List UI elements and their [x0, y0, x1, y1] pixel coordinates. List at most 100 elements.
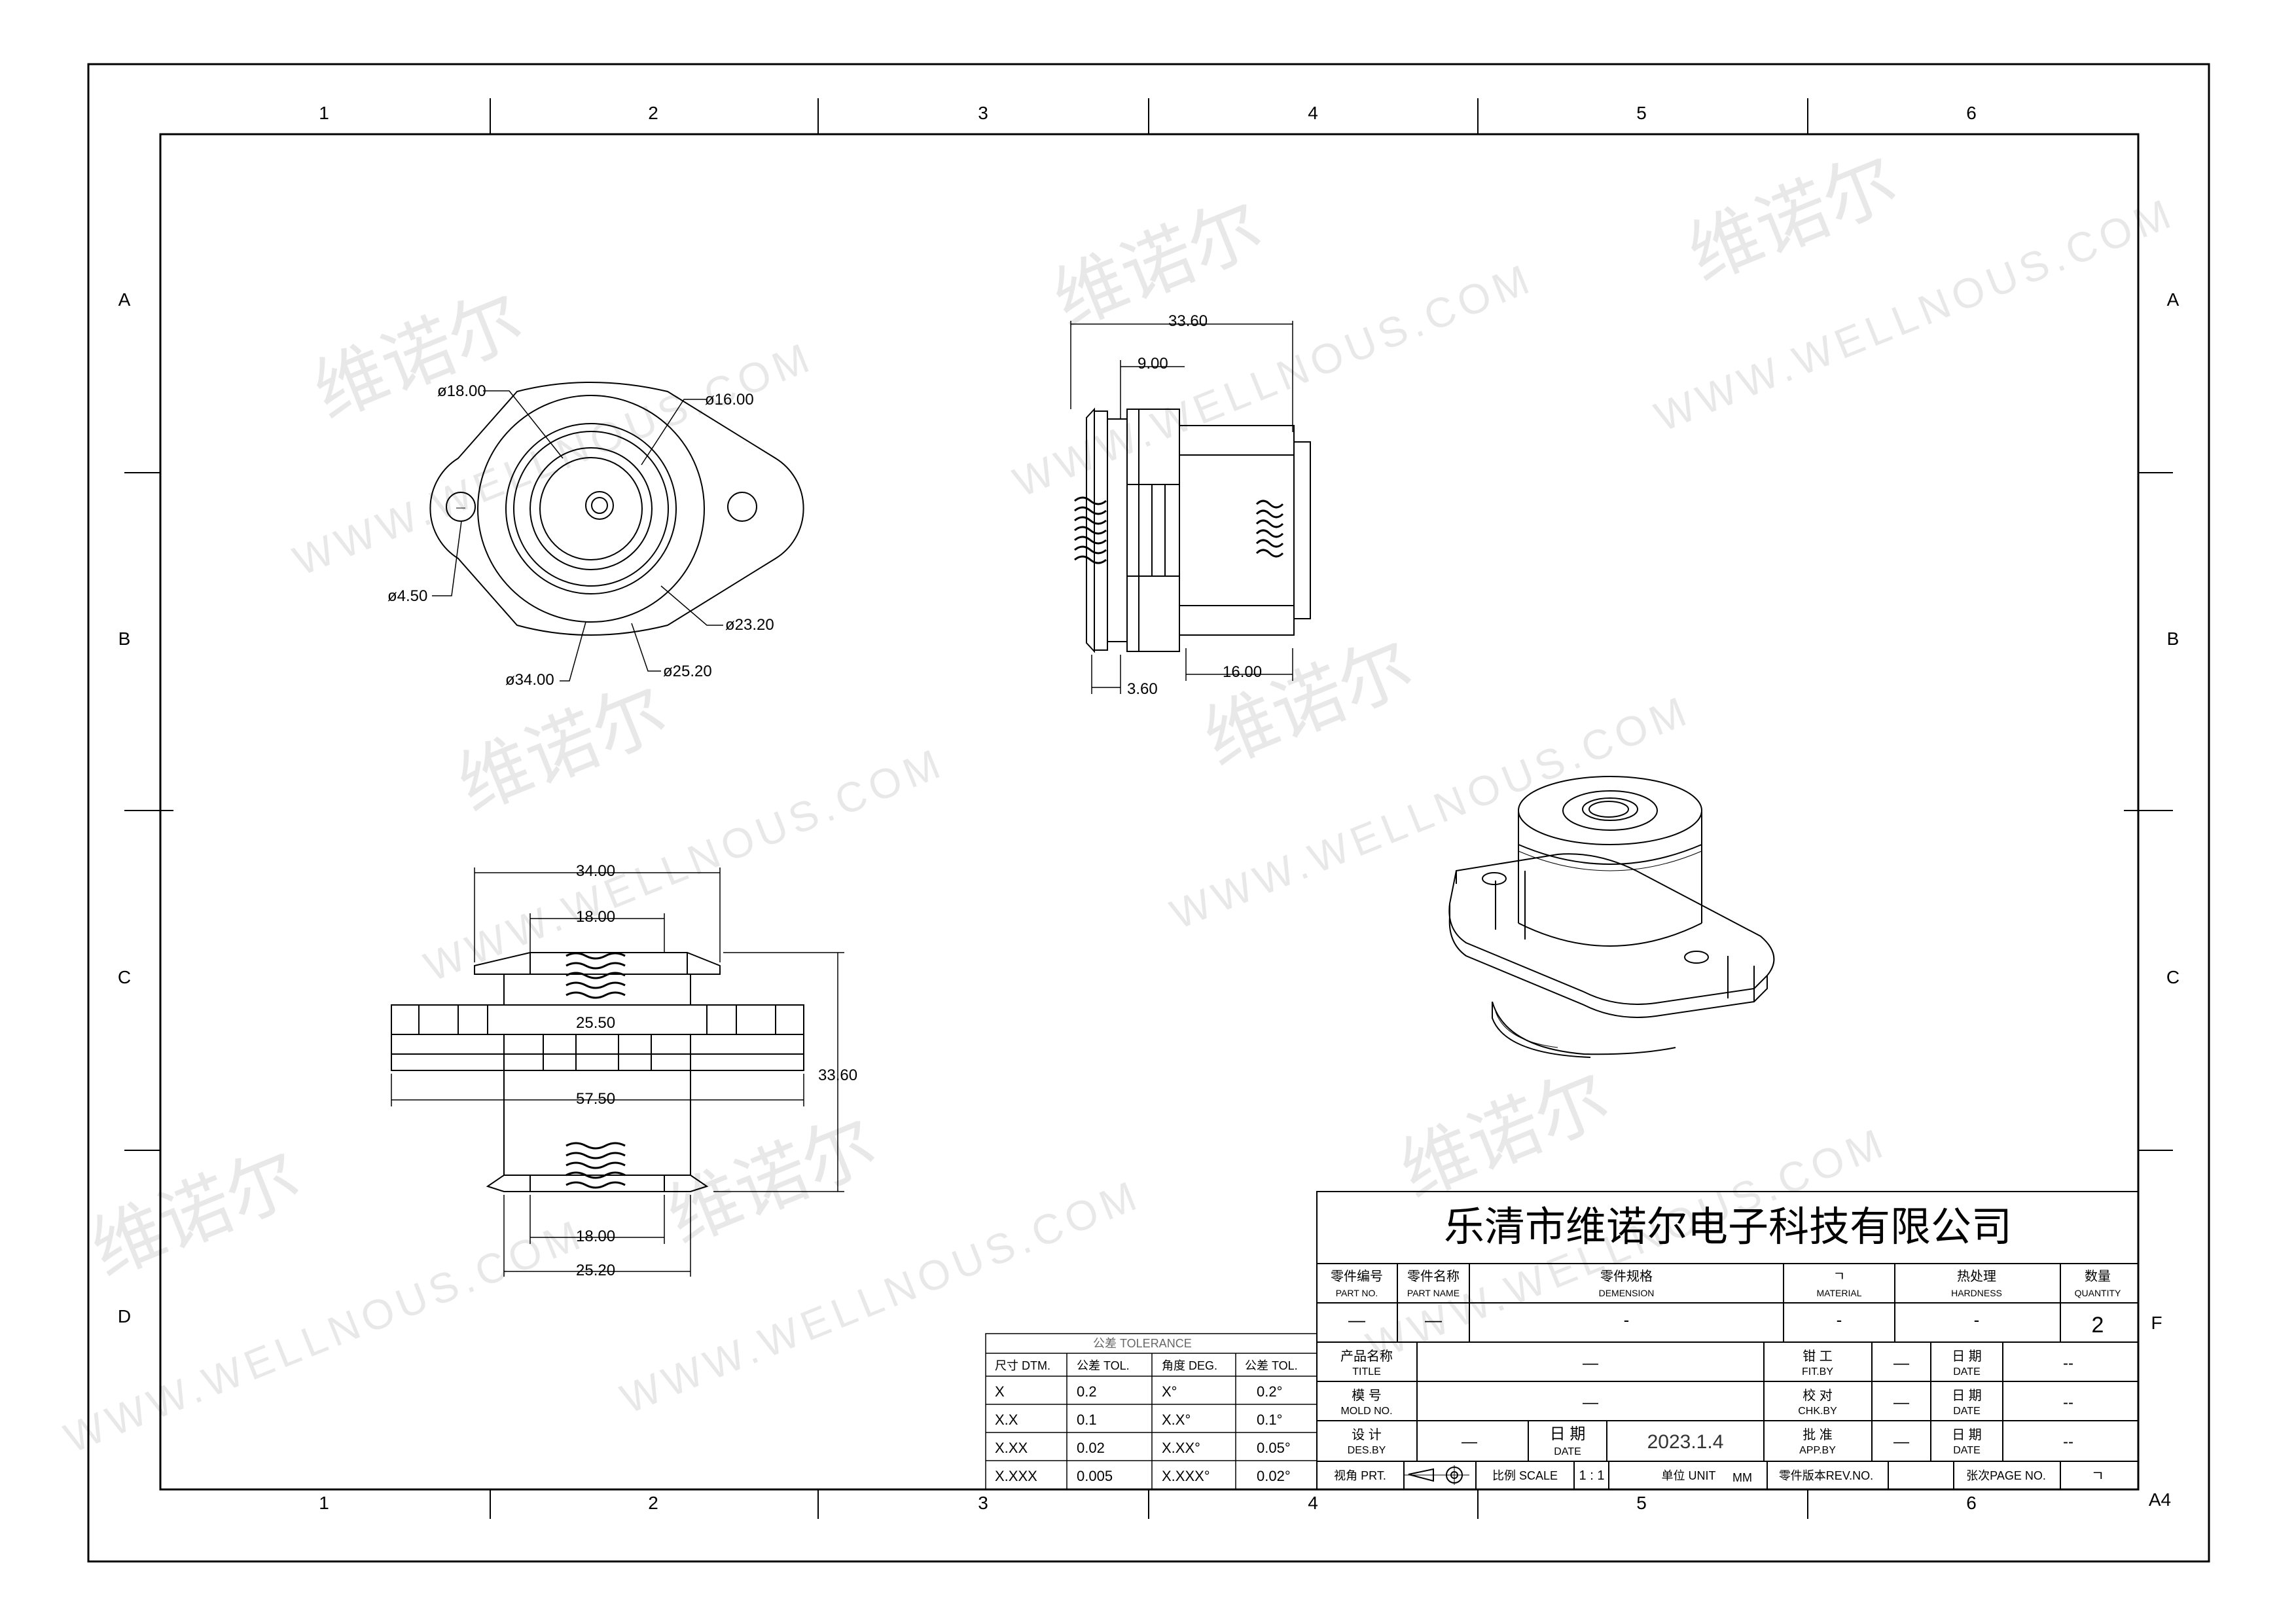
zone-col-bottom: 6: [1966, 1493, 1977, 1513]
zone-row-left: D: [118, 1306, 131, 1326]
tolerance-cell: 0.005: [1077, 1468, 1113, 1484]
tolerance-header: 公差 TOL.: [1077, 1359, 1130, 1372]
dim-d18: ø18.00: [437, 382, 486, 400]
sheet-size: A4: [2149, 1489, 2171, 1510]
tolerance-cell: X.XXX°: [1162, 1468, 1210, 1484]
dimension-value: -: [1624, 1310, 1630, 1330]
date-mid-label: 日 期: [1550, 1425, 1586, 1443]
zone-row-right: C: [2166, 967, 2179, 987]
dim-d34: ø34.00: [505, 671, 554, 689]
zone-col-top: 5: [1636, 103, 1647, 123]
part-no-label: 零件编号: [1331, 1269, 1383, 1284]
tolerance-cell: X°: [1162, 1383, 1177, 1400]
app-label: 批 准: [1803, 1427, 1833, 1442]
tolerance-cell: X: [995, 1383, 1005, 1400]
tolerance-cell: 0.2°: [1257, 1383, 1282, 1400]
chk-label: 校 对: [1803, 1388, 1833, 1403]
top-view-dims: [432, 390, 723, 682]
zone-row-right: B: [2167, 629, 2179, 649]
rev-label: 零件版本REV.NO.: [1779, 1469, 1873, 1482]
tolerance-cell: X.XXX: [995, 1468, 1037, 1484]
tolerance-cell: X.X°: [1162, 1412, 1191, 1428]
title-block: [1316, 1191, 2139, 1490]
hardness-label: 热处理: [1957, 1269, 1996, 1284]
chk-value: —: [1893, 1394, 1909, 1412]
dim-d4-5: ø4.50: [387, 587, 427, 605]
material-label-en: MATERIAL: [1817, 1288, 1862, 1298]
title-label-en: TITLE: [1352, 1366, 1381, 1377]
mold-label-en: MOLD NO.: [1340, 1406, 1392, 1417]
side-view: [1074, 407, 1311, 653]
dim-w57-5: 57.50: [576, 1090, 615, 1108]
page-label: 张次PAGE NO.: [1966, 1469, 2046, 1482]
side-left-thread: [1074, 496, 1107, 564]
date-mid-value: 2023.1.4: [1647, 1431, 1724, 1453]
zone-col-bottom: 3: [978, 1493, 988, 1513]
prt-label: 视角 PRT.: [1334, 1469, 1386, 1482]
part-name-label-en: PART NAME: [1407, 1288, 1460, 1298]
dim-w18b: 18.00: [576, 1228, 615, 1245]
tolerance-header: 尺寸 DTM.: [995, 1359, 1050, 1372]
material-label: ㄱ: [1833, 1269, 1845, 1284]
date-mid-label-en: DATE: [1554, 1446, 1581, 1457]
date-label: 日 期: [1952, 1349, 1982, 1364]
chk-label-en: CHK.BY: [1798, 1406, 1837, 1417]
section-view-dims: [391, 867, 844, 1277]
title-label: 产品名称: [1340, 1349, 1393, 1364]
des-value: —: [1462, 1433, 1477, 1451]
top-view-dim-labels: ø18.00 ø16.00 ø4.50 ø23.20 ø34.00 ø25.20: [387, 382, 774, 689]
dim-h33-6: 33.60: [818, 1067, 857, 1084]
date-label: 日 期: [1952, 1389, 1982, 1403]
title-value: —: [1583, 1355, 1598, 1372]
zone-row-left: A: [118, 289, 131, 310]
hardness-label-en: HARDNESS: [1951, 1288, 2002, 1298]
hardness-value: -: [1974, 1310, 1980, 1330]
dimension-label: 零件规格: [1600, 1269, 1653, 1284]
zone-col-top: 4: [1308, 103, 1318, 123]
section-top-thread: [565, 952, 626, 999]
fit-value: —: [1893, 1355, 1909, 1372]
date-value: --: [2063, 1394, 2073, 1412]
dim-d25-2: ø25.20: [663, 663, 712, 680]
app-label-en: APP.BY: [1799, 1445, 1836, 1456]
tolerance-cell: 0.05°: [1257, 1440, 1291, 1456]
dim-w18a: 18.00: [576, 908, 615, 926]
quantity-label: 数量: [2085, 1269, 2111, 1284]
tolerance-cell: X.XX: [995, 1440, 1028, 1456]
watermark-cn: 维诺尔: [81, 1136, 311, 1292]
tolerance-header: 公差 TOL.: [1245, 1359, 1298, 1372]
watermark-cn: 维诺尔: [1390, 1057, 1620, 1213]
zone-col-top: 6: [1966, 103, 1977, 123]
tolerance-cell: X.XX°: [1162, 1440, 1200, 1456]
zone-labels: 1 2 3 4 5 6 1 2 3 4 5 6 A B C D A B C F …: [118, 103, 2179, 1513]
fit-label-en: FIT.BY: [1802, 1366, 1833, 1377]
date-value: --: [2063, 1355, 2073, 1372]
scale-value: 1 : 1: [1579, 1468, 1605, 1483]
zone-row-right: F: [2151, 1313, 2162, 1333]
quantity-value: 2: [2092, 1313, 2104, 1338]
date-label-en: DATE: [1953, 1445, 1980, 1456]
zone-col-top: 2: [648, 103, 658, 123]
date-label-en: DATE: [1953, 1366, 1980, 1377]
section-view-dim-labels: 34.00 18.00 25.50 57.50 33.60 18.00 25.2…: [576, 862, 857, 1279]
app-value: —: [1893, 1433, 1909, 1451]
page-value: ㄱ: [2091, 1468, 2104, 1484]
watermark-cn: 维诺尔: [1043, 187, 1273, 342]
zone-col-top: 3: [978, 103, 988, 123]
title-block-text: 乐清市维诺尔电子科技有限公司 零件编号 PART NO. — 零件名称 PART…: [1331, 1205, 2121, 1484]
quantity-label-en: QUANTITY: [2075, 1288, 2121, 1298]
dim-w16: 16.00: [1223, 663, 1262, 681]
zone-col-bottom: 1: [319, 1493, 329, 1513]
dim-w33-6: 33.60: [1168, 312, 1208, 330]
tolerance-cell: 0.02: [1077, 1440, 1105, 1456]
zone-row-left: B: [118, 629, 131, 649]
tolerance-cell: 0.1: [1077, 1412, 1097, 1428]
dimension-label-en: DEMENSION: [1599, 1288, 1655, 1298]
side-view-dims: [1070, 321, 1293, 694]
zone-col-top: 1: [319, 103, 329, 123]
tolerance-title: 公差 TOLERANCE: [1093, 1337, 1192, 1350]
tolerance-cell: 0.1°: [1257, 1412, 1282, 1428]
dim-w9: 9.00: [1138, 355, 1168, 373]
unit-label: 单位 UNIT: [1662, 1469, 1716, 1482]
dim-w25-2: 25.20: [576, 1262, 615, 1279]
